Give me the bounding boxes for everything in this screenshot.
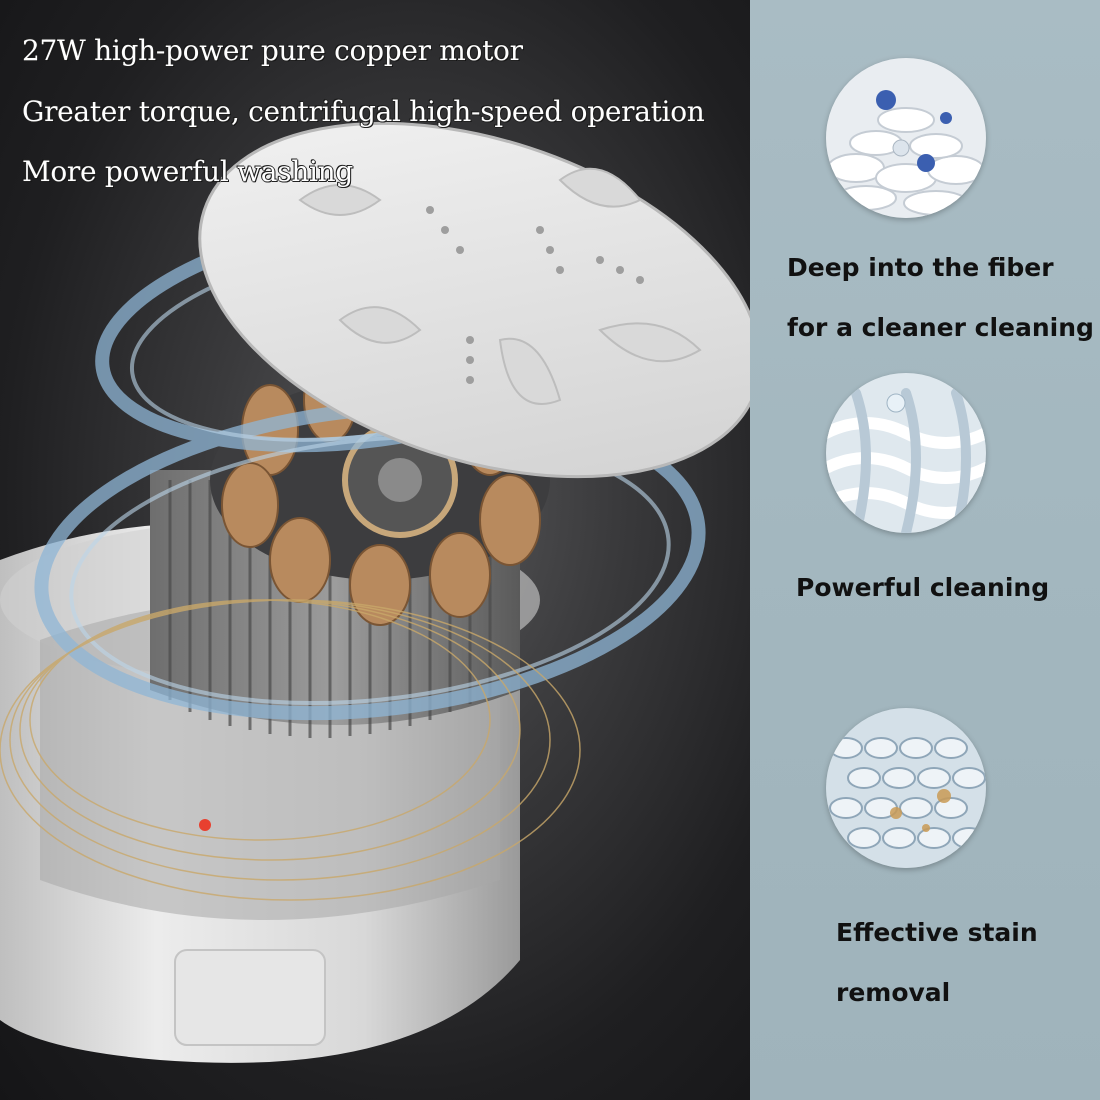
woven-fiber-icon [826,373,986,533]
headline-torque: Greater torque, centrifugal high-speed o… [22,95,705,128]
feature-2-line-1: Powerful cleaning [796,573,1050,602]
headline-washing: More powerful washing [22,155,354,188]
feature-1-line-2: for a cleaner cleaning [787,313,1094,342]
motor-showcase-panel: 27W high-power pure copper motor Greater… [0,0,750,1100]
headline-motor-power: 27W high-power pure copper motor [22,34,523,67]
indicator-light-icon [199,819,211,831]
fiber-virus-icon [826,58,986,218]
stained-fiber-icon [826,708,986,868]
motor-stator [150,352,550,738]
motor-exploded-illustration [0,121,750,1063]
pulsator-disc [198,121,750,479]
feature-3-line-1: Effective stain [836,918,1038,947]
motor-wire-rings [0,599,581,901]
feature-1-line-1: Deep into the fiber [787,253,1054,282]
feature-3-line-2: removal [836,978,951,1007]
